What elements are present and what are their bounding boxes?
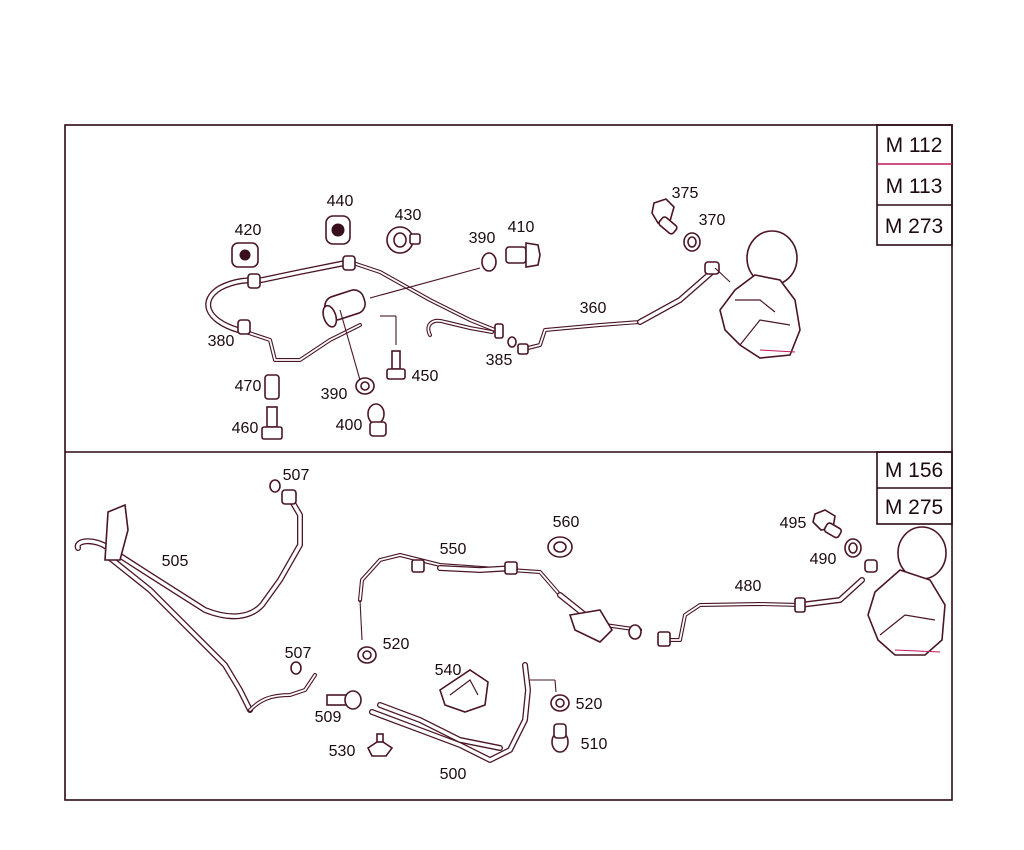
top-panel-leaders bbox=[339, 267, 731, 381]
callout-360: 360 bbox=[580, 300, 607, 317]
callout-507-lower: 507 bbox=[285, 645, 312, 662]
callout-440: 440 bbox=[327, 193, 354, 210]
callout-540: 540 bbox=[435, 662, 462, 679]
engine-code-m112: M 112 bbox=[886, 134, 943, 157]
power-steering-pump-top bbox=[704, 230, 801, 359]
callout-495: 495 bbox=[780, 515, 807, 532]
engine-code-m273: M 273 bbox=[885, 215, 943, 238]
engine-code-m275: M 275 bbox=[885, 496, 943, 519]
callout-390-lower: 390 bbox=[321, 386, 348, 403]
callout-390-top: 390 bbox=[469, 230, 496, 247]
callout-520-lower: 520 bbox=[576, 696, 603, 713]
bottom-panel-leaders bbox=[359, 599, 557, 693]
callout-400: 400 bbox=[336, 417, 363, 434]
callout-490: 490 bbox=[810, 551, 837, 568]
engine-code-table-bottom: M 156 M 275 bbox=[876, 451, 953, 525]
callout-460: 460 bbox=[232, 420, 259, 437]
top-panel-hoses bbox=[205, 255, 715, 362]
callout-550: 550 bbox=[440, 541, 467, 558]
callout-520-upper: 520 bbox=[383, 636, 410, 653]
power-steering-pump-bottom bbox=[864, 526, 947, 656]
callout-380: 380 bbox=[208, 333, 235, 350]
callout-505: 505 bbox=[162, 553, 189, 570]
callout-420: 420 bbox=[235, 222, 262, 239]
callout-410: 410 bbox=[508, 219, 535, 236]
callout-375: 375 bbox=[672, 185, 699, 202]
engine-code-m156: M 156 bbox=[885, 459, 943, 482]
top-panel-callouts: 420 440 430 390 410 375 370 380 470 460 … bbox=[208, 185, 726, 437]
top-panel-parts bbox=[231, 198, 801, 440]
callout-507-top: 507 bbox=[283, 467, 310, 484]
callout-500: 500 bbox=[440, 766, 467, 783]
engine-code-table-top: M 112 M 113 M 273 bbox=[876, 124, 953, 246]
callout-530: 530 bbox=[329, 743, 356, 760]
bottom-panel-hoses bbox=[74, 489, 865, 763]
callout-560: 560 bbox=[553, 514, 580, 531]
callout-385: 385 bbox=[486, 352, 513, 369]
callout-509: 509 bbox=[315, 709, 342, 726]
callout-430: 430 bbox=[395, 207, 422, 224]
bottom-panel-callouts: 507 505 507 509 530 520 550 560 540 500 … bbox=[162, 467, 837, 783]
callout-480: 480 bbox=[735, 578, 762, 595]
callout-510: 510 bbox=[581, 736, 608, 753]
bottom-panel-parts bbox=[269, 479, 947, 757]
callout-470: 470 bbox=[235, 378, 262, 395]
engine-code-m113: M 113 bbox=[886, 175, 943, 198]
callout-370: 370 bbox=[699, 212, 726, 229]
callout-450: 450 bbox=[412, 368, 439, 385]
